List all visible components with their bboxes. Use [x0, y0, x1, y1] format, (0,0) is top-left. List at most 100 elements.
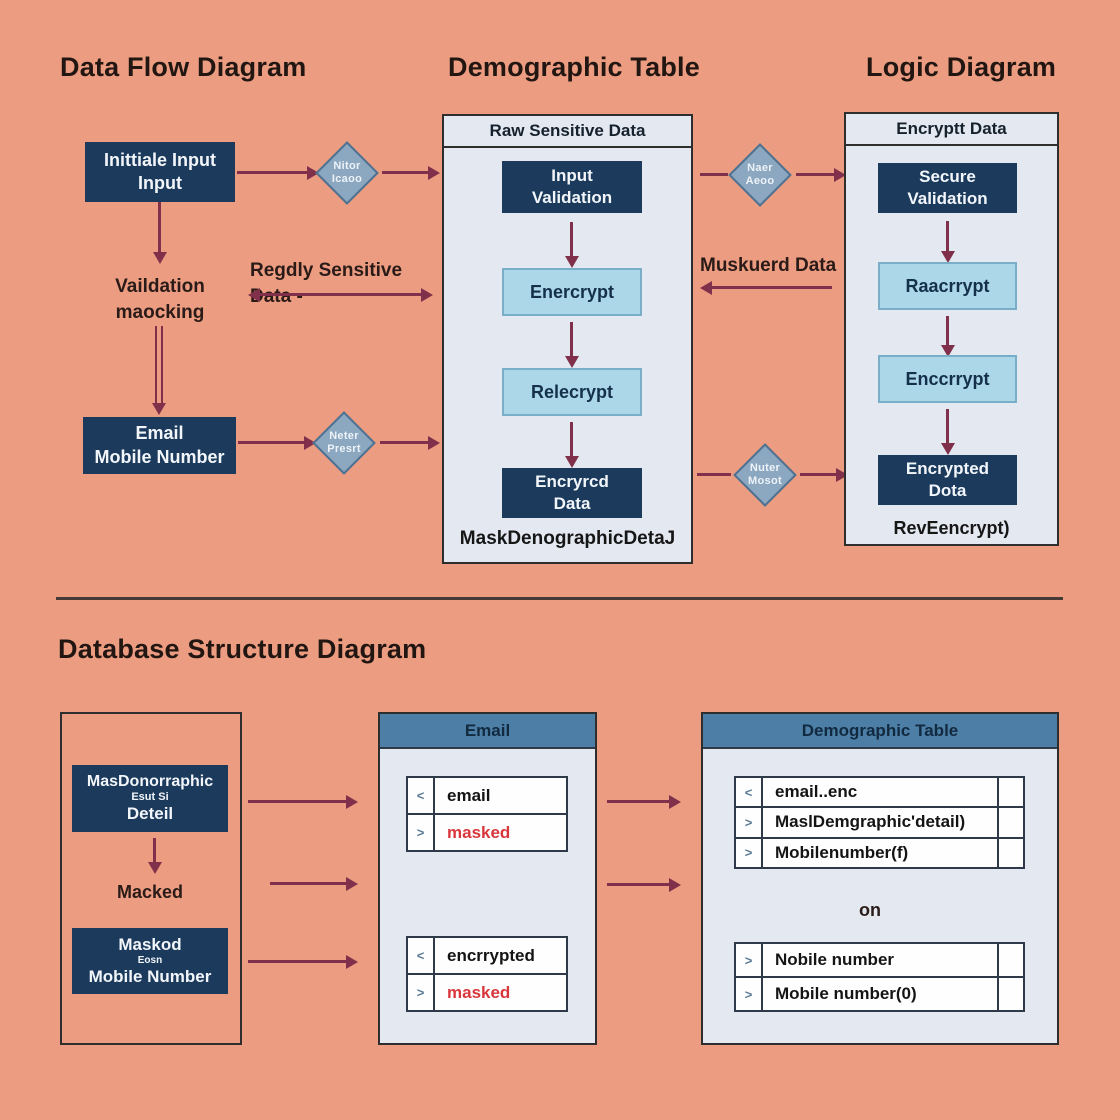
masked-mobile-line2: Eosn	[137, 955, 163, 966]
table-row: < email..enc	[736, 778, 1023, 807]
diamond-mid-bottom-line1: Nuter	[749, 461, 781, 474]
validation-label-line1: Vaildation	[115, 276, 205, 297]
secure-validation-line2: Validation	[907, 189, 988, 208]
chevron-left-icon: <	[408, 938, 435, 973]
decision-diamond-left-bottom: Neter Presrt	[312, 411, 376, 475]
chevron-left-icon: <	[736, 778, 763, 807]
diamond-bottom-line2: Presrt	[327, 443, 361, 455]
mask-demographic-detail-field: MaslDemgraphic'detail)	[775, 812, 966, 832]
arrow-encrypt-to-encrypted-data	[946, 409, 949, 445]
reacrypt-label: Raacrrypt	[905, 275, 990, 296]
decision-diamond-top: Nitor Icaoo	[315, 141, 379, 205]
decision-diamond-mid-top: Naer Aeoo	[728, 143, 792, 207]
arrow-source-to-email-1	[248, 800, 348, 803]
logic-diagram-title: Logic Diagram	[866, 52, 1057, 82]
arrow-box-to-masked	[153, 838, 156, 864]
encrypted-data-line1: Encryrcd	[535, 471, 609, 491]
sensitive-data-arrow-label: Regdly Sensitive Data -	[250, 260, 403, 307]
email-enc-field: email..enc	[775, 782, 858, 802]
raw-panel-caption: MaskDenographicDetaJ	[459, 528, 676, 549]
reacrypt-box: Raacrrypt	[878, 262, 1017, 310]
section-divider	[56, 597, 1063, 600]
arrow-diamond-to-raw-panel-2	[380, 441, 430, 444]
logic-panel-caption: RevEencrypt)	[893, 518, 1010, 538]
input-validation-line1: Input	[551, 165, 593, 185]
mobile-number-field: Mobile number(0)	[775, 984, 917, 1003]
masked-field-value: masked	[447, 822, 511, 842]
arrow-source-to-email-3	[248, 960, 348, 963]
line-raw-to-diamond	[700, 173, 728, 176]
logic-encrypted-line1: Encrypted	[905, 458, 990, 478]
encrypt-box: Enercrypt	[502, 268, 642, 316]
arrow-secure-to-reacrypt	[946, 221, 949, 253]
input-validation-box: Input Validation	[502, 161, 642, 213]
reencrypt-box: Relecrypt	[502, 368, 642, 416]
masked-mobile-line3: Mobile Number	[88, 967, 212, 986]
diamond-bottom-line1: Neter	[329, 429, 359, 442]
table-row: > masked	[408, 813, 566, 850]
arrow-email-to-demo-1	[607, 800, 671, 803]
encrypt-label: Enercrypt	[529, 281, 615, 302]
secure-validation-line1: Secure	[919, 166, 976, 186]
encrypted-field-value: encrrypted	[447, 945, 535, 965]
arrow-email-to-demo-2	[607, 883, 671, 886]
logic-panel-header: Encryptt Data	[846, 114, 1057, 146]
arrow-input-to-diamond	[237, 171, 309, 174]
table-end-cell	[997, 808, 1023, 837]
table-end-cell	[997, 838, 1023, 867]
line-raw-to-diamond-2	[697, 473, 731, 476]
table-end-cell	[997, 778, 1023, 807]
chevron-right-icon: >	[736, 944, 763, 976]
chevron-right-icon: >	[736, 838, 763, 867]
encrypted-data-box: Encryrcd Data	[502, 468, 642, 518]
diamond-top-line1: Nitor	[333, 159, 361, 172]
logic-encrypted-data-box: Encrypted Dota	[878, 455, 1017, 505]
masked-mobile-line1: Maskod	[118, 934, 182, 954]
chevron-right-icon: >	[408, 975, 435, 1010]
arrow-reencrypt-to-encrypted	[570, 422, 573, 458]
demographic-table-2: > Nobile number > Mobile number(0)	[734, 942, 1025, 1012]
email-panel-header: Email	[380, 714, 595, 749]
demographic-panel-header: Demographic Table	[703, 714, 1057, 749]
table-row: < encrrypted	[408, 938, 566, 973]
masked-mobile-box: Maskod Eosn Mobile Number	[72, 928, 228, 994]
masked-data-left-arrow	[710, 286, 832, 289]
email-mobile-line1: Email	[135, 423, 184, 444]
chevron-right-icon: >	[736, 978, 763, 1010]
diamond-top-line2: Icaoo	[331, 173, 363, 185]
raw-panel-header: Raw Sensitive Data	[444, 116, 691, 148]
table-end-cell	[997, 978, 1023, 1010]
diamond-mid-bottom-line2: Mosot	[748, 475, 782, 487]
db-source-panel	[60, 712, 242, 1045]
logic-encrypted-line2: Dota	[928, 481, 967, 500]
mask-demographic-box: MasDonorraphic Esut Si Deteil	[72, 765, 228, 832]
chevron-right-icon: >	[408, 815, 435, 850]
validation-masking-label: Vaildation maocking	[85, 274, 235, 325]
demographic-table-1: < email..enc > MaslDemgraphic'detail) > …	[734, 776, 1025, 869]
arrow-diamond-to-logic-panel-2	[800, 473, 838, 476]
encrypted-data-line2: Data	[553, 494, 591, 513]
table-row: > Mobile number(0)	[736, 976, 1023, 1010]
database-structure-title: Database Structure Diagram	[58, 634, 427, 664]
demographic-table-title: Demographic Table	[448, 52, 700, 82]
email-table-1: < email > masked	[406, 776, 568, 852]
table-row: > MaslDemgraphic'detail)	[736, 806, 1023, 837]
mobile-number-field: Nobile number	[775, 950, 895, 969]
table-row: > Nobile number	[736, 944, 1023, 976]
on-label: on	[859, 900, 881, 920]
table-row: < email	[408, 778, 566, 813]
secure-validation-box: Secure Validation	[878, 163, 1017, 213]
email-mobile-box: Email Mobile Number	[83, 417, 236, 474]
arrow-source-to-email-2	[270, 882, 348, 885]
initial-input-line1: Inittiale Input	[104, 149, 216, 170]
email-mobile-line2: Mobile Number	[94, 446, 225, 467]
input-validation-line2: Validation	[531, 188, 613, 207]
diamond-mid-top-line2: Aeoo	[745, 175, 775, 187]
arrow-reacrypt-to-encrypt	[946, 316, 949, 347]
logic-encrypt-box: Enccrrypt	[878, 355, 1017, 403]
mask-demographic-line3: Deteil	[126, 804, 174, 824]
arrow-input-to-validation	[158, 202, 161, 254]
reencrypt-label: Relecrypt	[530, 381, 614, 402]
masked-label: Macked	[116, 882, 184, 902]
